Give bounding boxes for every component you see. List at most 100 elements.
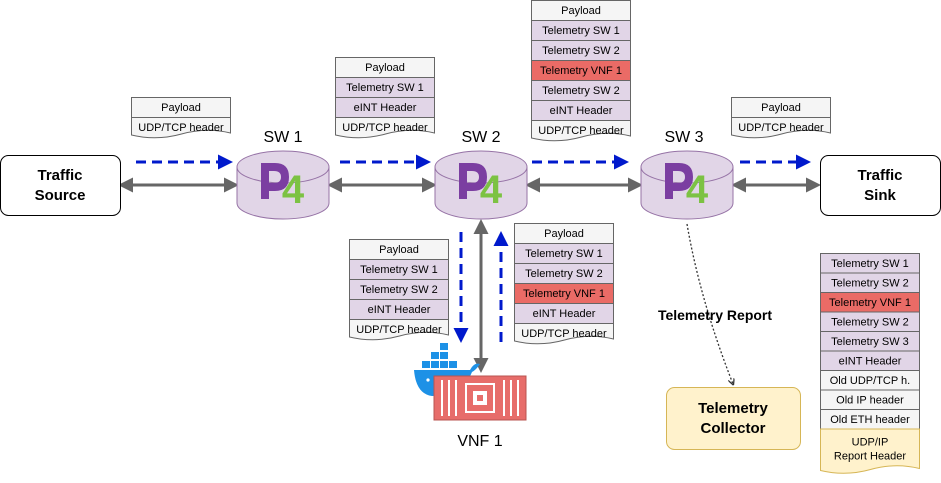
- packet-cell-text: Telemetry SW 1: [346, 82, 424, 94]
- gray-links: [118, 177, 821, 373]
- stack-report: Telemetry SW 1 Telemetry SW 2 Telemetry VN…: [820, 253, 920, 474]
- packet-cell-text: UDP/TCP header: [538, 125, 624, 137]
- packet-cell-payload: Payload: [131, 97, 231, 118]
- blue-flow-arrows: [136, 154, 811, 343]
- packet-cell-text: Telemetry SW 1: [831, 258, 909, 270]
- traffic-source-label-line2: Source: [35, 187, 86, 204]
- traffic-sink-label-line1: Traffic: [857, 167, 902, 184]
- packet-cell-text: Telemetry SW 2: [831, 277, 909, 289]
- packet-cell-eint: eINT Header: [514, 303, 614, 324]
- packet-cell-telemetry: Telemetry SW 2: [820, 272, 920, 293]
- packet-cell-report: UDP/IP Report Header: [820, 428, 920, 474]
- packet-cell-header: Old ETH header: [820, 409, 920, 430]
- packet-cell-header: UDP/TCP header: [131, 117, 231, 139]
- packet-cell-eint: eINT Header: [820, 350, 920, 371]
- sw2-label: SW 2: [461, 129, 500, 146]
- packet-cell-text: Telemetry VNF 1: [540, 65, 622, 77]
- sw3-label: SW 3: [664, 129, 703, 146]
- packet-cell-text: UDP/TCP header: [138, 122, 224, 134]
- packet-cell-text: Payload: [544, 228, 584, 240]
- packet-cell-header: Old UDP/TCP h.: [820, 370, 920, 391]
- sw3-switch: 4: [640, 150, 734, 220]
- vnf-node: VNF 1: [414, 343, 527, 450]
- p4-logo-icon: 4: [665, 163, 709, 212]
- packet-cell-text: eINT Header: [839, 355, 902, 367]
- packet-cell-payload: Payload: [514, 223, 614, 244]
- packet-cell-text: Telemetry VNF 1: [523, 288, 605, 300]
- sw1-label: SW 1: [263, 129, 302, 146]
- packet-cell-payload: Payload: [731, 97, 831, 118]
- traffic-sink-label-line2: Sink: [864, 187, 896, 204]
- packet-cell-text: Telemetry SW 2: [831, 316, 909, 328]
- packet-cell-header: UDP/TCP header: [731, 117, 831, 139]
- collector-label-line1: Telemetry: [698, 400, 768, 417]
- packet-cell-text: Report Header: [834, 451, 906, 463]
- packet-cell-vnf-telemetry: Telemetry VNF 1: [531, 60, 631, 81]
- packet-cell-text: Telemetry SW 2: [360, 284, 438, 296]
- p4-logo-digit: 4: [282, 168, 305, 212]
- packet-cell-telemetry: Telemetry SW 1: [820, 253, 920, 274]
- packet-cell-text: eINT Header: [354, 102, 417, 114]
- packet-cell-text: Payload: [365, 62, 405, 74]
- packet-cell-payload: Payload: [349, 239, 449, 260]
- packet-cell-text: UDP/TCP header: [342, 122, 428, 134]
- packet-cell-header: UDP/TCP header: [514, 323, 614, 345]
- packet-cell-text: Old UDP/TCP h.: [830, 375, 911, 387]
- packet-cell-text: UDP/IP: [852, 437, 889, 449]
- telemetry-collector-node: Telemetry Collector: [666, 387, 801, 450]
- packet-cell-header: UDP/TCP header: [349, 319, 449, 341]
- packet-cell-telemetry: Telemetry SW 1: [514, 243, 614, 264]
- p4-logo-digit: 4: [480, 168, 503, 212]
- vnf-chip-icon: [433, 375, 527, 421]
- packet-cell-text: UDP/TCP header: [738, 122, 824, 134]
- packet-cell-text: Payload: [761, 102, 801, 114]
- packet-cell-text: UDP/TCP header: [356, 324, 442, 336]
- packet-cell-telemetry: Telemetry SW 1: [349, 259, 449, 280]
- packet-cell-vnf-telemetry: Telemetry VNF 1: [514, 283, 614, 304]
- sw2-switch: 4: [434, 150, 528, 220]
- traffic-source-label-line1: Traffic: [37, 167, 82, 184]
- packet-cell-text: Payload: [561, 5, 601, 17]
- collector-label-line2: Collector: [700, 420, 765, 437]
- packet-cell-vnf-telemetry: Telemetry VNF 1: [820, 292, 920, 313]
- telemetry-report-label: Telemetry Report: [658, 307, 772, 323]
- switch-layer: 4 4 4: [236, 150, 734, 220]
- packet-cell-eint: eINT Header: [531, 100, 631, 121]
- packet-cell-eint: eINT Header: [349, 299, 449, 320]
- packet-cell-text: Payload: [379, 244, 419, 256]
- packet-cell-telemetry: Telemetry SW 1: [531, 20, 631, 41]
- packet-cell-text: Telemetry SW 1: [542, 25, 620, 37]
- packet-cell-telemetry: Telemetry SW 2: [514, 263, 614, 284]
- p4-logo-digit: 4: [686, 168, 709, 212]
- packet-cell-text: Old ETH header: [830, 414, 910, 426]
- packet-cell-payload: Payload: [335, 57, 435, 78]
- packet-cell-header: UDP/TCP header: [531, 120, 631, 142]
- packet-cell-text: UDP/TCP header: [521, 328, 607, 340]
- sw1-switch: 4: [236, 150, 330, 220]
- packet-cell-text: Telemetry SW 1: [360, 264, 438, 276]
- packet-cell-telemetry: Telemetry SW 2: [820, 311, 920, 332]
- packet-cell-header: Old IP header: [820, 389, 920, 410]
- vnf-label: VNF 1: [457, 433, 502, 450]
- p4-logo-icon: 4: [261, 163, 305, 212]
- packet-cell-text: Payload: [161, 102, 201, 114]
- packet-cell-header: UDP/TCP header: [335, 117, 435, 139]
- packet-cell-text: Telemetry SW 2: [525, 268, 603, 280]
- packet-cell-eint: eINT Header: [335, 97, 435, 118]
- packet-cell-text: Telemetry VNF 1: [829, 297, 911, 309]
- packet-cell-text: Telemetry SW 1: [525, 248, 603, 260]
- packet-cell-payload: Payload: [531, 0, 631, 21]
- packet-cell-text: Telemetry SW 3: [831, 336, 909, 348]
- telemetry-report-arrow: [686, 223, 733, 384]
- packet-cell-text: eINT Header: [533, 308, 596, 320]
- packet-cell-text: eINT Header: [368, 304, 431, 316]
- packet-cell-telemetry: Telemetry SW 2: [349, 279, 449, 300]
- traffic-sink-node: Traffic Sink: [820, 155, 941, 216]
